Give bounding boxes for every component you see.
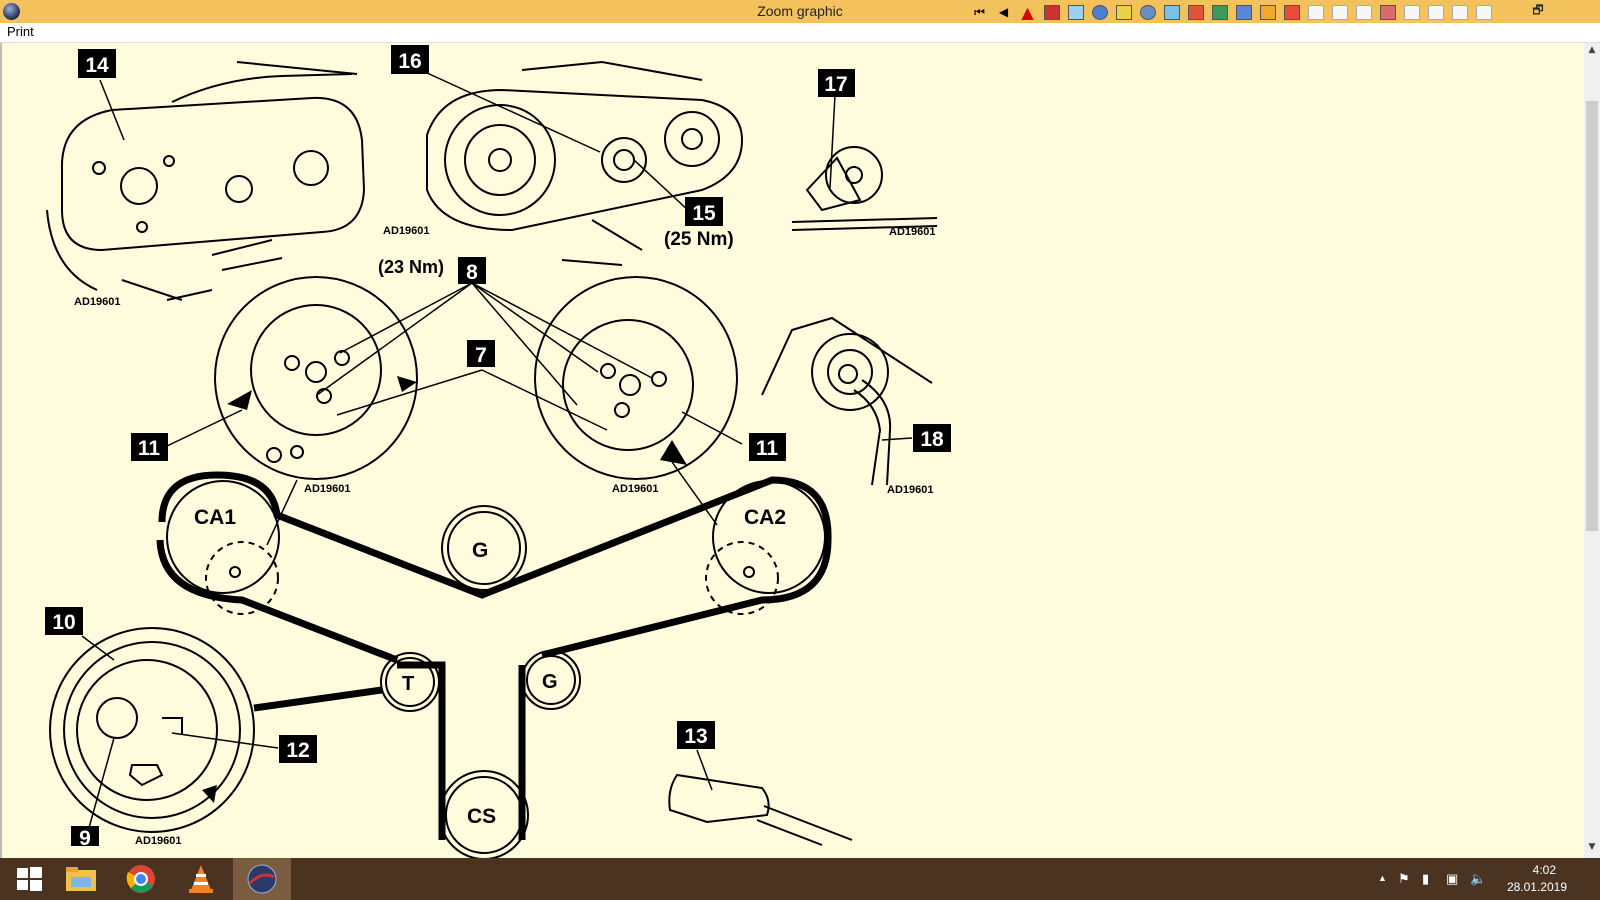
callout-17: 17 bbox=[824, 73, 847, 96]
tools-icon[interactable] bbox=[1112, 1, 1135, 23]
first-page-icon[interactable]: ⏮ bbox=[974, 4, 985, 19]
pulleys bbox=[166, 480, 826, 858]
camshaft-sprocket-left bbox=[214, 276, 418, 480]
pulley-label-g-top: G bbox=[472, 539, 488, 562]
diagnostic-icon[interactable] bbox=[1160, 1, 1183, 23]
vertical-scrollbar[interactable]: ▲ ▼ bbox=[1584, 43, 1600, 858]
belt-path bbox=[156, 471, 832, 840]
flag-icon[interactable]: ⚑ bbox=[1398, 871, 1410, 886]
folder-icon bbox=[66, 867, 96, 891]
pulley-label-ca2: CA2 bbox=[744, 506, 786, 529]
pulley-label-ca1: CA1 bbox=[194, 506, 236, 529]
gauge-icon[interactable] bbox=[1136, 1, 1159, 23]
camshaft-sprocket-right bbox=[534, 276, 738, 480]
ref-code: AD19601 bbox=[74, 296, 120, 308]
callout-11-left: 11 bbox=[138, 437, 161, 460]
lamp-icon[interactable] bbox=[1400, 1, 1423, 23]
callout-8: 8 bbox=[466, 261, 478, 284]
leader-lines bbox=[81, 66, 913, 836]
power-icon[interactable]: ▮ bbox=[1422, 871, 1430, 886]
chrome-button[interactable] bbox=[112, 858, 170, 900]
scroll-up-icon[interactable]: ▲ bbox=[1588, 45, 1596, 55]
tool-13-sketch bbox=[668, 773, 853, 846]
ref-code: AD19601 bbox=[383, 225, 429, 237]
ref-code: AD19601 bbox=[135, 835, 181, 847]
chrome-icon bbox=[126, 865, 155, 893]
car-icon[interactable] bbox=[1184, 1, 1207, 23]
tensioner-18-sketch bbox=[761, 316, 933, 486]
taskbar: ▲ ⚑ ▮ ▣ 🔈 4:02 28.01.2019 bbox=[0, 858, 1600, 900]
vlc-button[interactable] bbox=[172, 858, 230, 900]
scroll-down-icon[interactable]: ▼ bbox=[1588, 842, 1596, 852]
engine-icon[interactable] bbox=[1232, 1, 1255, 23]
callout-10: 10 bbox=[52, 611, 75, 634]
tray-expand-icon[interactable]: ▲ bbox=[1378, 873, 1387, 883]
clipboard-icon[interactable] bbox=[1472, 1, 1495, 23]
pencil-icon[interactable] bbox=[1256, 1, 1279, 23]
cover-sketch bbox=[46, 61, 366, 301]
ref-code: AD19601 bbox=[889, 226, 935, 238]
restore-button[interactable]: 🗗 bbox=[1532, 2, 1544, 17]
tensioner-10-sketch bbox=[49, 627, 255, 833]
triangle-icon[interactable] bbox=[1424, 1, 1447, 23]
pulley-labels: CA1 CA2 G T G CS bbox=[194, 506, 786, 828]
clock-time[interactable]: 4:02 bbox=[1532, 863, 1556, 877]
callout-16: 16 bbox=[398, 50, 421, 73]
callout-7: 7 bbox=[475, 344, 487, 367]
callout-9: 9 bbox=[79, 827, 91, 850]
scroll-thumb[interactable] bbox=[1586, 101, 1598, 531]
file-explorer-button[interactable] bbox=[52, 858, 110, 900]
pulley-label-g-bottom: G bbox=[542, 671, 558, 693]
menu-bar: Print bbox=[0, 23, 1600, 43]
gear-icon[interactable] bbox=[1088, 1, 1111, 23]
torque-label-8: (23 Nm) bbox=[378, 257, 444, 277]
callout-11-right: 11 bbox=[756, 437, 779, 460]
graphic-viewport[interactable]: 14 16 15 17 8 7 11 11 18 10 12 13 9 (23 … bbox=[0, 43, 1584, 858]
title-bar: Zoom graphic ⏮ ◀ ▲ 🗗 bbox=[0, 0, 1600, 24]
clock-date[interactable]: 28.01.2019 bbox=[1506, 880, 1567, 894]
edit-icon[interactable] bbox=[1448, 1, 1471, 23]
menu-print[interactable]: Print bbox=[7, 24, 34, 39]
repair-app-icon bbox=[247, 864, 277, 894]
tensioner-sketch bbox=[791, 146, 938, 231]
repair-software-button[interactable] bbox=[233, 858, 291, 900]
pulley-label-cs: CS bbox=[467, 805, 496, 828]
adjust-icon[interactable] bbox=[1376, 1, 1399, 23]
pulley-label-t: T bbox=[402, 673, 414, 695]
callouts: 14 16 15 17 8 7 11 11 18 10 12 13 9 bbox=[45, 45, 951, 850]
torque-label-15: (25 Nm) bbox=[664, 229, 734, 250]
callout-15: 15 bbox=[692, 202, 716, 225]
vlc-icon bbox=[189, 865, 213, 893]
start-button[interactable] bbox=[0, 858, 58, 900]
ref-code: AD19601 bbox=[612, 483, 658, 495]
ref-code: AD19601 bbox=[887, 484, 933, 496]
callout-13: 13 bbox=[684, 725, 707, 748]
ref-codes: AD19601 AD19601 AD19601 AD19601 AD19601 … bbox=[74, 225, 935, 847]
warning-icon[interactable]: ▲ bbox=[1021, 2, 1034, 22]
document-icon[interactable] bbox=[1208, 1, 1231, 23]
timing-belt-diagram: 14 16 15 17 8 7 11 11 18 10 12 13 9 (23 … bbox=[45, 45, 951, 858]
callout-14: 14 bbox=[85, 54, 109, 77]
callout-12: 12 bbox=[286, 739, 309, 762]
windows-icon bbox=[17, 867, 42, 891]
eraser-icon[interactable] bbox=[1328, 1, 1351, 23]
book-icon[interactable] bbox=[1040, 1, 1063, 23]
network-icon[interactable]: ▣ bbox=[1446, 871, 1459, 886]
app-icon[interactable] bbox=[3, 3, 20, 20]
volume-icon[interactable]: 🔈 bbox=[1470, 871, 1487, 886]
arrows bbox=[202, 376, 687, 803]
wiring-icon[interactable] bbox=[1064, 1, 1087, 23]
blank-icon[interactable] bbox=[1304, 1, 1327, 23]
system-tray: ▲ ⚑ ▮ ▣ 🔈 4:02 28.01.2019 bbox=[1370, 858, 1600, 900]
callout-18: 18 bbox=[920, 428, 944, 451]
ref-code: AD19601 bbox=[304, 483, 350, 495]
toolbar: ⏮ ◀ ▲ bbox=[968, 1, 1495, 23]
face-icon[interactable] bbox=[1280, 1, 1303, 23]
belt-sketch bbox=[426, 60, 744, 266]
previous-icon[interactable]: ◀ bbox=[998, 5, 1009, 19]
clean-icon[interactable] bbox=[1352, 1, 1375, 23]
